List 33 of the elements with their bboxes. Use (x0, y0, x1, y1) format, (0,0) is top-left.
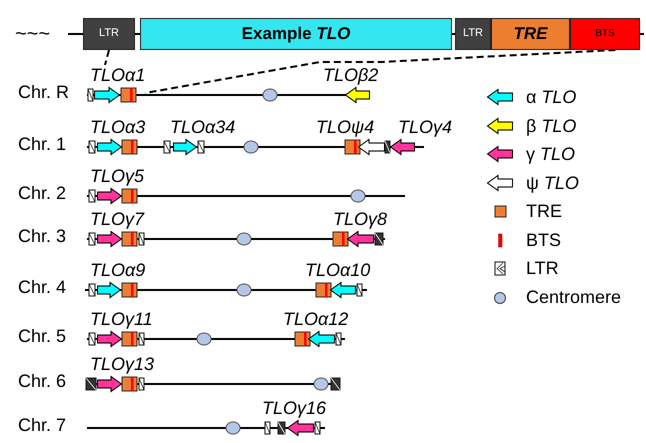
legend-label: α TLO (526, 87, 576, 107)
ltr-segment: LTR (455, 18, 491, 50)
gene-label: TLOγ16 (262, 398, 326, 418)
gene-label: TLOγ7 (90, 209, 144, 229)
gene-label: TLOγ8 (333, 209, 388, 229)
gene-label: TLOγ11 (90, 309, 153, 329)
gene-label: TLOβ2 (323, 65, 378, 85)
legend-label: LTR (526, 258, 559, 278)
tre-segment: TRE (491, 18, 570, 50)
legend-label: TRE (526, 201, 562, 221)
chromosome-label: Chr. 1 (18, 134, 66, 154)
chromosome-label: Chr. 7 (18, 415, 66, 435)
squiggle-mark: ~~~ (15, 24, 50, 44)
legend-label: β TLO (526, 116, 576, 136)
chromosome-label: Chr. R (18, 82, 70, 102)
gene-label: TLOγ13 (90, 354, 154, 374)
legend-label: Centromere (526, 286, 622, 306)
chromosome-label: Chr. 5 (18, 326, 66, 346)
chromosome-label: Chr. 3 (18, 226, 66, 246)
dashed-connector (104, 50, 110, 66)
chromosome-label: Chr. 4 (18, 277, 66, 297)
chromosome-label: Chr. 6 (18, 371, 66, 391)
gene-label: TLOγ5 (90, 166, 144, 186)
chromosome-label: Chr. 2 (18, 183, 66, 203)
tlo-segment: Example TLO (140, 18, 452, 50)
legend-label: BTS (526, 230, 562, 250)
legend-label: ψ TLO (526, 172, 579, 192)
gene-label: TLOψ4 (316, 117, 374, 137)
gene-label: TLOγ4 (398, 117, 452, 137)
legend-label: γ TLO (526, 144, 576, 164)
ltr-segment: LTR (83, 18, 135, 50)
dashed-connector (145, 49, 616, 94)
bts-segment: BTS (570, 18, 640, 50)
